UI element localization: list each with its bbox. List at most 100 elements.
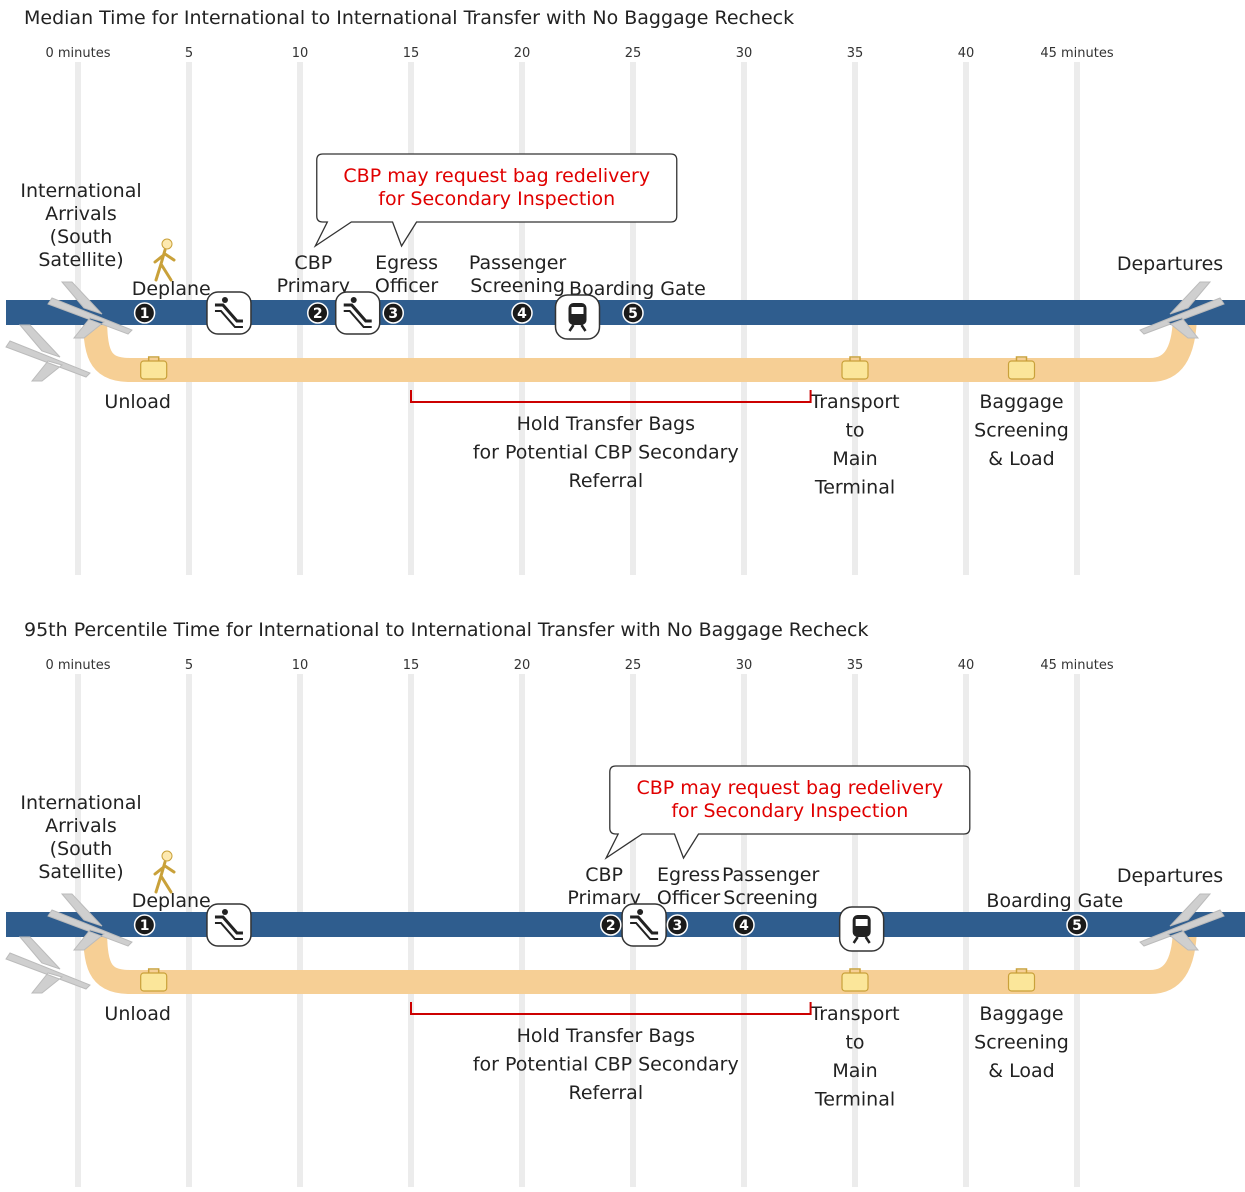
step-marker-circle bbox=[622, 302, 644, 324]
axis-tick-label: 30 bbox=[736, 46, 753, 61]
escalator-icon-rail bbox=[343, 310, 372, 328]
walking-person-head bbox=[161, 850, 173, 862]
bag-event-label-line: & Load bbox=[988, 1060, 1054, 1082]
walking-person-icon bbox=[153, 238, 176, 282]
escalator-icon-stair bbox=[343, 303, 372, 323]
bag-event-label-line: Transport bbox=[809, 1003, 899, 1025]
baggage-icon bbox=[1007, 356, 1036, 380]
step-label-line: Screening bbox=[723, 887, 818, 909]
timeline-panel-1: Median Time for International to Interna… bbox=[0, 0, 1245, 580]
baggage-icon-handle bbox=[147, 968, 160, 973]
axis-tick-label: 35 bbox=[847, 658, 864, 673]
step-marker-number: 2 bbox=[606, 918, 616, 934]
axis-tick-label: 25 bbox=[625, 46, 642, 61]
step-marker-circle bbox=[382, 302, 404, 324]
step-marker: 4 bbox=[511, 302, 533, 324]
hold-label-line: Hold Transfer Bags bbox=[517, 1025, 695, 1047]
bag-event-label-line: Main bbox=[832, 1060, 877, 1082]
train-icon-legs bbox=[568, 324, 587, 332]
escalator-icon-stair bbox=[214, 915, 243, 935]
step-marker-number: 3 bbox=[673, 918, 683, 934]
origin-label-line: (South bbox=[50, 226, 113, 248]
bag-event-label-line: Unload bbox=[104, 391, 171, 413]
escalator-icon-stair bbox=[214, 303, 243, 323]
step-marker-circle bbox=[1066, 914, 1088, 936]
hold-label-line: for Potential CBP Secondary bbox=[473, 442, 739, 464]
departure-plane-icon-shape bbox=[1139, 893, 1225, 951]
step-label-line: Boarding Gate bbox=[569, 278, 706, 300]
walking-person-icon bbox=[153, 850, 176, 894]
step-label: Deplane bbox=[132, 278, 211, 300]
hold-bracket bbox=[410, 390, 812, 403]
departure-plane-icon bbox=[1139, 281, 1225, 339]
escalator-icon-head bbox=[221, 909, 228, 915]
step-marker-circle bbox=[307, 302, 329, 324]
step-marker-number: 5 bbox=[628, 306, 638, 322]
baggage-icon-handle bbox=[849, 356, 861, 361]
axis-tick-label: 40 bbox=[958, 658, 975, 673]
baggage-icon bbox=[841, 356, 869, 380]
baggage-icon bbox=[1007, 968, 1036, 992]
step-marker-number: 2 bbox=[313, 306, 323, 322]
axis-tick-label: 15 bbox=[403, 658, 420, 673]
callout-bubble bbox=[313, 153, 678, 248]
origin-label-line: (South bbox=[50, 838, 113, 860]
train-icon-legs bbox=[852, 936, 871, 944]
axis-tick-label: 20 bbox=[514, 46, 531, 61]
step-marker-circle bbox=[511, 302, 533, 324]
hold-label-line: for Potential CBP Secondary bbox=[473, 1054, 739, 1076]
train-icon bbox=[838, 906, 885, 952]
baggage-icon-handle bbox=[1015, 968, 1028, 973]
axis-tick-label: 40 bbox=[958, 46, 975, 61]
arrival-plane-icon-shape bbox=[47, 281, 133, 339]
escalator-icon-head bbox=[221, 297, 228, 303]
panel-title: Median Time for International to Interna… bbox=[24, 7, 794, 29]
axis-tick-label: 45 minutes bbox=[1040, 46, 1114, 61]
arrival-plane-icon bbox=[47, 281, 133, 339]
bag-event-label-line: & Load bbox=[988, 448, 1054, 470]
arrival-plane-shadow-icon bbox=[5, 936, 91, 994]
step-label-line: Deplane bbox=[132, 278, 211, 300]
bag-event-label-line: Screening bbox=[974, 420, 1069, 442]
bag-event-label-line: Screening bbox=[974, 1032, 1069, 1054]
step-marker: 2 bbox=[307, 302, 329, 324]
walking-person-body bbox=[153, 248, 176, 282]
axis-tick-label: 0 minutes bbox=[45, 658, 110, 673]
step-label-line: Passenger bbox=[722, 864, 820, 886]
bag-event-label-line: to bbox=[845, 1032, 864, 1054]
arrival-plane-shadow-icon bbox=[5, 324, 91, 382]
step-label: Boarding Gate bbox=[569, 278, 706, 300]
train-icon bbox=[554, 294, 601, 340]
step-label-line: Primary bbox=[277, 275, 350, 297]
step-label-line: Primary bbox=[567, 887, 640, 909]
escalator-icon-head bbox=[637, 909, 644, 915]
step-label-line: Officer bbox=[657, 887, 720, 909]
baggage-icon-body bbox=[140, 360, 168, 380]
departures-label: Departures bbox=[1117, 253, 1223, 275]
step-marker-circle bbox=[666, 914, 689, 936]
axis-tick-label: 10 bbox=[292, 658, 309, 673]
arrival-plane-shadow-icon-shape bbox=[5, 324, 91, 382]
origin-label-line: Arrivals bbox=[45, 203, 117, 225]
escalator-icon bbox=[334, 291, 381, 335]
step-label-line: Screening bbox=[470, 275, 565, 297]
baggage-track bbox=[83, 300, 1197, 382]
baggage-icon-body bbox=[140, 972, 168, 992]
baggage-icon-body bbox=[841, 972, 869, 992]
walking-person-head bbox=[161, 238, 173, 250]
hold-label: Hold Transfer Bags for Potential CBP Seco… bbox=[473, 1025, 739, 1104]
timeline-svg: Median Time for International to Interna… bbox=[5, 7, 1245, 575]
axis-tick-label: 30 bbox=[736, 658, 753, 673]
departure-plane-icon bbox=[1139, 893, 1225, 951]
axis-tick-label: 5 bbox=[185, 46, 193, 61]
baggage-track bbox=[83, 912, 1197, 994]
step-label-line: CBP bbox=[294, 252, 332, 274]
